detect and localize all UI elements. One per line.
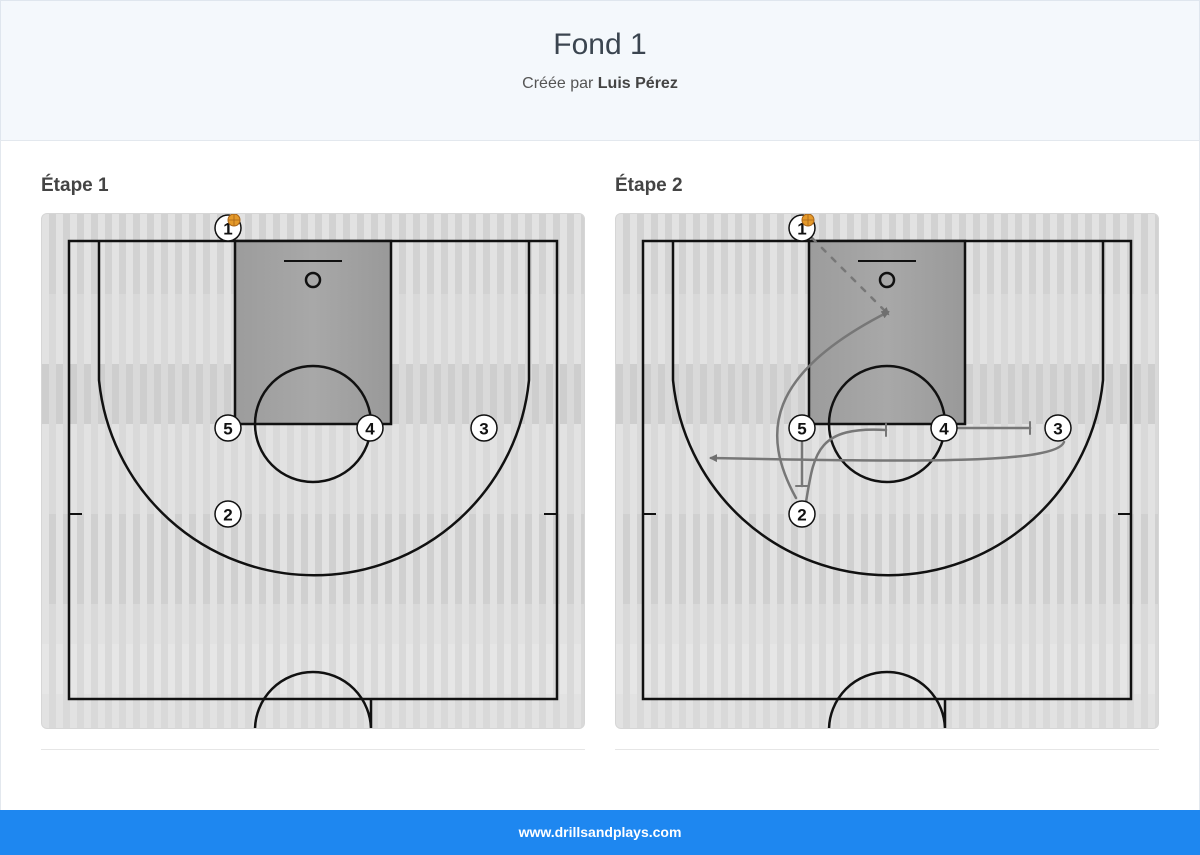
court-svg: 1 5 4 3 2 xyxy=(616,214,1158,728)
svg-text:3: 3 xyxy=(479,420,488,439)
created-by-prefix: Créée par xyxy=(522,75,594,92)
basketball-icon xyxy=(227,214,241,227)
step-title: Étape 2 xyxy=(615,175,683,196)
player-3[interactable]: 3 xyxy=(470,414,498,442)
svg-text:2: 2 xyxy=(223,506,232,525)
author-name: Luis Pérez xyxy=(597,75,678,92)
play-author-line: Créée par Luis Pérez xyxy=(1,74,1199,94)
svg-text:3: 3 xyxy=(1053,420,1062,439)
svg-text:2: 2 xyxy=(797,506,806,525)
play-header: Fond 1 Créée par Luis Pérez xyxy=(0,0,1200,141)
court-diagram[interactable]: 1 5 4 3 2 xyxy=(615,213,1159,729)
player-4[interactable]: 4 xyxy=(356,414,384,442)
site-link[interactable]: www.drillsandplays.com xyxy=(518,824,682,840)
step-1: Étape 1 xyxy=(41,175,585,750)
player-2[interactable]: 2 xyxy=(214,500,242,528)
svg-text:1: 1 xyxy=(223,220,232,239)
step-divider xyxy=(41,749,585,750)
svg-text:5: 5 xyxy=(223,420,232,439)
court-lines xyxy=(67,239,559,728)
player-3[interactable]: 3 xyxy=(1044,414,1072,442)
player-5[interactable]: 5 xyxy=(214,414,242,442)
player-5[interactable]: 5 xyxy=(788,414,816,442)
court-diagram[interactable]: 1 5 4 3 2 xyxy=(41,213,585,729)
step-divider xyxy=(615,749,1159,750)
step-2: Étape 2 xyxy=(615,175,1159,750)
court-lines xyxy=(641,239,1133,728)
pass-line xyxy=(810,236,890,316)
svg-text:4: 4 xyxy=(939,420,949,439)
cut-line-3 xyxy=(709,440,1066,463)
basketball-icon xyxy=(801,214,815,227)
player-2[interactable]: 2 xyxy=(788,500,816,528)
cut-line xyxy=(776,310,890,500)
step-title: Étape 1 xyxy=(41,175,109,196)
footer-bar: www.drillsandplays.com xyxy=(0,810,1200,855)
svg-text:4: 4 xyxy=(365,420,375,439)
play-actions xyxy=(709,236,1066,504)
player-4[interactable]: 4 xyxy=(930,414,958,442)
svg-text:5: 5 xyxy=(797,420,806,439)
svg-text:1: 1 xyxy=(797,220,806,239)
court-svg: 1 5 4 3 2 xyxy=(42,214,584,728)
play-title: Fond 1 xyxy=(553,28,647,61)
